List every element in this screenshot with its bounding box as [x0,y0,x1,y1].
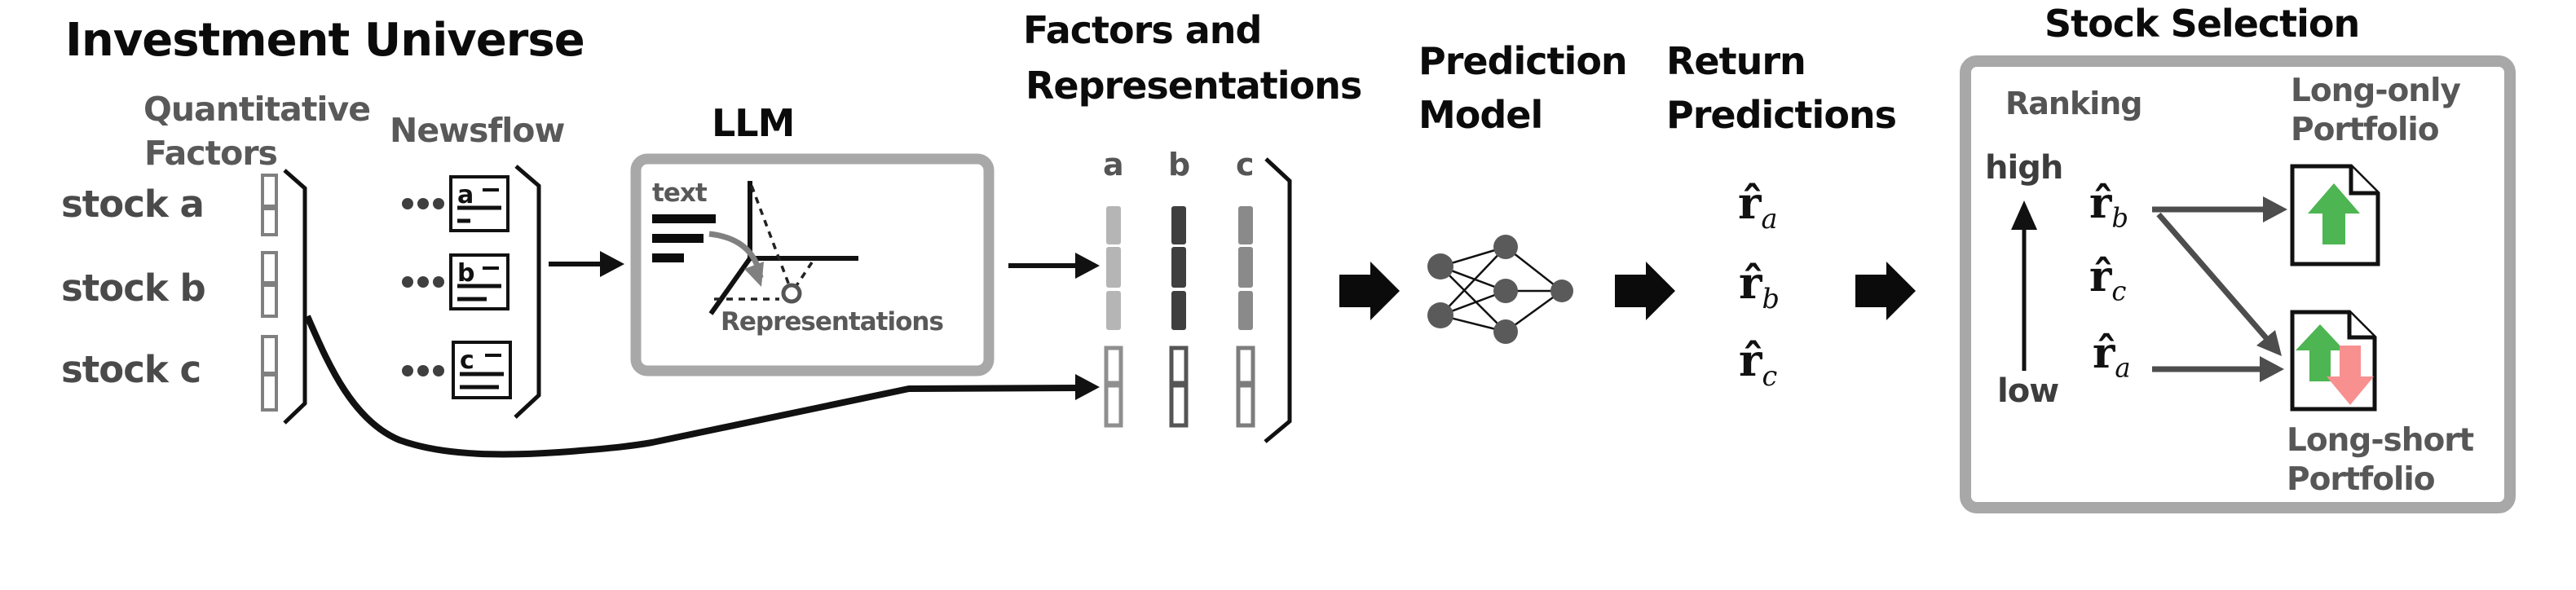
factors-title-line1: Factors and [1023,8,1262,52]
quant-factors-bracket [283,169,307,425]
factor-cell [261,284,278,318]
block-arrow-to-prediction-model [1339,262,1400,320]
selection-arrowheads [2256,196,2287,382]
newsflow-bracket [514,165,541,419]
low-label: low [1997,372,2059,410]
long-only-label-line2: Portfolio [2291,112,2440,148]
investment-universe-title: Investment Universe [65,14,585,67]
news-doc-a: a [449,175,509,232]
news-doc-letter: a [457,181,474,209]
block-arrow-to-stock-selection [1855,262,1916,320]
return-prediction-c: r̂c [1739,334,1778,392]
news-doc-b: b [449,253,509,310]
stock-c-label: stock c [61,348,201,391]
quant-factor-vectors [261,174,278,412]
quantitative-factors-label-line2: Factors [144,134,278,173]
ranking-axis-arrow [2011,200,2037,371]
ranked-prediction-c: r̂c [2089,252,2127,307]
arrow-newsflow-to-llm [549,251,624,277]
long-short-label-line1: Long-short [2287,422,2474,459]
long-only-label-line1: Long-only [2291,73,2461,109]
factor-cell [261,174,278,208]
stock-b-label: stock b [61,266,206,310]
ranked-prediction-a: r̂a [2093,328,2131,384]
up-arrow-icon [2308,183,2360,244]
news-doc-letter: c [460,346,474,375]
up-arrow-icon [2296,324,2344,381]
matrix-col-a-label: a [1103,147,1124,183]
news-doc-letter: b [457,259,474,288]
factor-matrix-bracket [1264,157,1292,443]
ranked-prediction-b: r̂b [2089,178,2129,234]
newsflow-ellipsis [402,198,444,376]
matrix-col-b-label: b [1168,147,1191,183]
llm-text-lines-icon [652,214,716,262]
neural-network-icon [1427,235,1573,344]
down-arrow-icon [2327,346,2374,405]
arrow-llm-to-factors [1008,253,1100,279]
quantitative-factors-label-line1: Quantitative [143,90,371,129]
return-prediction-b: r̂b [1739,257,1780,315]
return-predictions-title-line2: Predictions [1666,93,1897,137]
long-only-doc-icon [2290,164,2380,266]
text-to-embedding-arrow-icon [708,231,764,287]
representation-bars-col-a [1106,206,1121,330]
factor-cell [261,251,278,284]
llm-representations-label: Representations [721,307,944,337]
prediction-model-title-line1: Prediction [1418,39,1628,83]
stock-selection-title: Stock Selection [2044,2,2360,46]
prediction-model-title-line2: Model [1418,93,1543,137]
llm-embedding-axes-icon [708,181,858,315]
selection-arrows [2152,206,2269,372]
high-label: high [1985,149,2063,187]
news-doc-c: c [452,341,512,399]
newsflow-label: Newsflow [390,111,565,150]
llm-box [630,153,995,376]
return-prediction-a: r̂a [1738,177,1778,235]
representation-bars-col-c [1238,206,1253,330]
long-short-label-line2: Portfolio [2287,461,2436,498]
embedding-point-icon [781,283,802,304]
long-short-doc-icon [2290,310,2377,412]
quant-factor-bars-bottom [1104,346,1255,428]
llm-text-label: text [652,178,708,208]
matrix-col-c-label: c [1236,147,1255,183]
factor-cell [261,207,278,236]
factor-cell [261,373,278,412]
quant-factors-bypass-curve [304,315,1100,458]
block-arrow-to-return-predictions [1615,262,1675,320]
factor-cell [261,335,278,375]
return-predictions-title-line1: Return [1666,39,1806,83]
representation-bars-col-b [1171,206,1186,330]
llm-title: LLM [712,101,795,145]
stock-a-label: stock a [61,183,205,226]
factors-title-line2: Representations [1026,64,1362,108]
ranking-label: Ranking [2005,86,2143,121]
